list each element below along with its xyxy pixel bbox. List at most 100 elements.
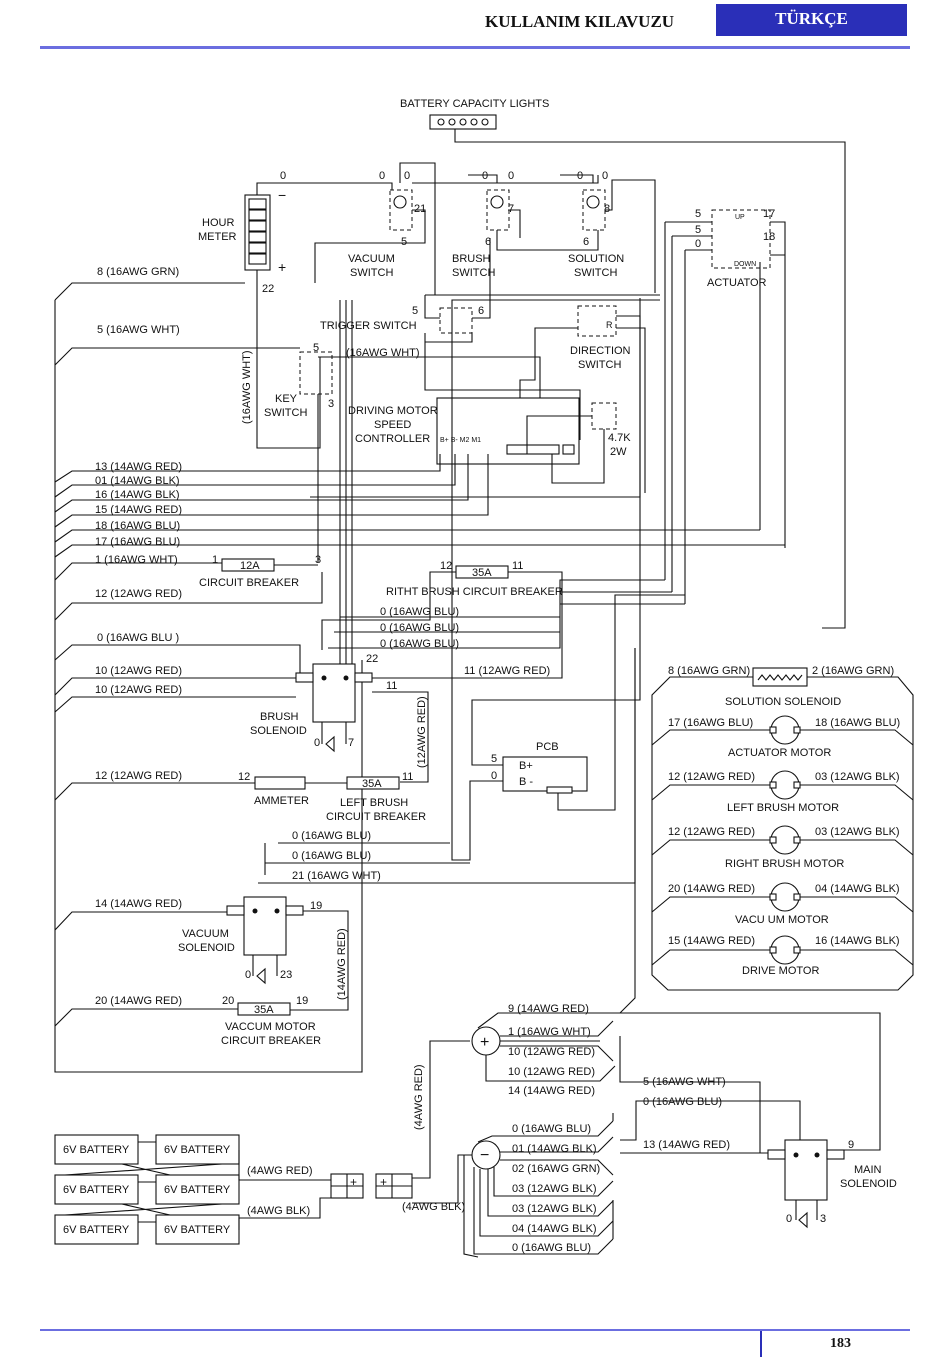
hm-plus: +	[278, 259, 286, 275]
ts-n5: 5	[412, 305, 418, 317]
label-4awg-red-vert: (4AWG RED)	[413, 1064, 425, 1130]
label-lb-12: 12 (12AWG RED)	[668, 771, 755, 783]
msol-n9: 9	[848, 1139, 854, 1151]
brush-solenoid-label-2: SOLENOID	[250, 725, 307, 737]
label-n03b: 03 (12AWG BLK)	[512, 1203, 597, 1215]
wire-8-grn	[54, 282, 245, 301]
hm-node-0: 0	[280, 170, 286, 182]
wire-w10a	[54, 677, 296, 696]
left-brush-motor-label: LEFT BRUSH MOTOR	[727, 802, 839, 814]
left-brush-cb-label-1: LEFT BRUSH	[340, 797, 408, 809]
rb-breaker-value: 35A	[472, 567, 492, 579]
vacuum-switch-label-1: VACUUM	[348, 253, 395, 265]
hm-minus: −	[278, 187, 286, 203]
label-0-blu-c: 0 (16AWG BLU)	[380, 638, 459, 650]
label-sol-8: 8 (16AWG GRN)	[668, 665, 750, 677]
battery-1-label: 6V BATTERY	[63, 1144, 130, 1156]
label-0-blu-e: 0 (16AWG BLU)	[292, 850, 371, 862]
breaker-12a-value: 12A	[240, 560, 260, 572]
conn-b-plus: +	[380, 1175, 387, 1189]
label-lb-03: 03 (12AWG BLK)	[815, 771, 900, 783]
label-n04: 04 (14AWG BLK)	[512, 1223, 597, 1235]
language-tab[interactable]: TÜRKÇE	[716, 4, 907, 36]
label-w13: 13 (14AWG RED)	[95, 461, 182, 473]
pcb	[502, 756, 588, 792]
battery-4-label: 6V BATTERY	[164, 1184, 231, 1196]
vacuum-switch-label-2: SWITCH	[350, 267, 393, 279]
label-p10a: 10 (12AWG RED)	[508, 1046, 595, 1058]
brush-sol-node-b	[343, 675, 349, 681]
label-n0b: 0 (16AWG BLU)	[512, 1242, 591, 1254]
label-w1: 1 (16AWG WHT)	[95, 554, 178, 566]
label-vm-20: 20 (14AWG RED)	[668, 883, 755, 895]
label-vm-04: 04 (14AWG BLK)	[815, 883, 900, 895]
vsol-n0: 0	[245, 969, 251, 981]
wire-key	[256, 270, 321, 562]
ss-n0a: 0	[577, 170, 583, 182]
label-w8: 8 (16AWG GRN)	[97, 266, 179, 278]
ss-n6: 6	[583, 236, 589, 248]
controller-terminals: B+ B- M2 M1	[440, 437, 481, 444]
brush-switch-label-2: SWITCH	[452, 267, 495, 279]
controller-label-1: DRIVING MOTOR	[348, 405, 438, 417]
brush-solenoid-term-left	[295, 672, 314, 683]
pcb-bplus: B+	[519, 760, 533, 772]
label-w18: 18 (16AWG BLU)	[95, 520, 180, 532]
wire-rbcb	[321, 571, 563, 679]
label-0-blu-d: 0 (16AWG BLU)	[292, 830, 371, 842]
vac-sol-term-right	[285, 905, 304, 916]
solution-switch-lamp	[586, 195, 600, 209]
act-n5b: 5	[695, 224, 701, 236]
solution-switch-label-2: SWITCH	[574, 267, 617, 279]
label-p1: 1 (16AWG WHT)	[508, 1026, 591, 1038]
vmcb-n19: 19	[296, 995, 308, 1007]
battery-lights-indicator	[429, 114, 497, 130]
bsol-n22: 22	[366, 653, 378, 665]
vacuum-solenoid-label-2: SOLENOID	[178, 942, 235, 954]
ss-n0b: 0	[602, 170, 608, 182]
label-4awg-red: (4AWG RED)	[247, 1165, 313, 1177]
label-20-red: 20 (14AWG RED)	[95, 995, 182, 1007]
wire-battery-lights	[454, 129, 846, 629]
act-n17: 17	[763, 208, 775, 220]
solution-solenoid-coil	[757, 674, 803, 681]
label-12awg-red-vert: (12AWG RED)	[416, 696, 428, 768]
label-16awg-wht-mid: (16AWG WHT)	[346, 347, 420, 359]
vs-n0b: 0	[404, 170, 410, 182]
pcb-n0: 0	[491, 770, 497, 782]
controller-label-2: SPEED	[374, 419, 411, 431]
label-w17: 17 (16AWG BLU)	[95, 536, 180, 548]
main-solenoid-label-2: SOLENOID	[840, 1178, 897, 1190]
wire-vac-sol-feeds	[258, 648, 636, 884]
act-n0: 0	[695, 238, 701, 250]
pos-sign: +	[480, 1034, 489, 1051]
main-solenoid-diode	[795, 1200, 818, 1229]
rbcb-n11: 11	[512, 560, 523, 572]
brush-solenoid-diode	[325, 735, 335, 753]
vacuum-solenoid-label-1: VACUUM	[182, 928, 229, 940]
vs-n5: 5	[401, 236, 407, 248]
label-21-wht: 21 (16AWG WHT)	[292, 870, 381, 882]
drive-motor-label: DRIVE MOTOR	[742, 965, 819, 977]
wire-pcb	[451, 298, 685, 861]
battery-3-label: 6V BATTERY	[63, 1184, 130, 1196]
battery-lights-label: BATTERY CAPACITY LIGHTS	[400, 98, 549, 110]
brush-sol-node-a	[321, 675, 327, 681]
controller-connector	[506, 444, 560, 455]
connector-split	[331, 1174, 412, 1198]
main-sol-node-a	[793, 1152, 799, 1158]
wire-resistor	[526, 415, 605, 484]
label-w16: 16 (14AWG BLK)	[95, 489, 180, 501]
brush-switch-lamp	[490, 195, 504, 209]
main-sol-term-right	[826, 1149, 845, 1160]
page-number: 183	[830, 1336, 851, 1351]
label-rb-03: 03 (12AWG BLK)	[815, 826, 900, 838]
trigger-switch	[439, 307, 473, 334]
pcb-connector	[546, 786, 573, 794]
pcb-n5: 5	[491, 753, 497, 765]
bsol-n11: 11	[386, 680, 397, 692]
direction-switch	[577, 305, 617, 337]
vac-sol-node-b	[274, 908, 280, 914]
label-sol-2: 2 (16AWG GRN)	[812, 665, 894, 677]
